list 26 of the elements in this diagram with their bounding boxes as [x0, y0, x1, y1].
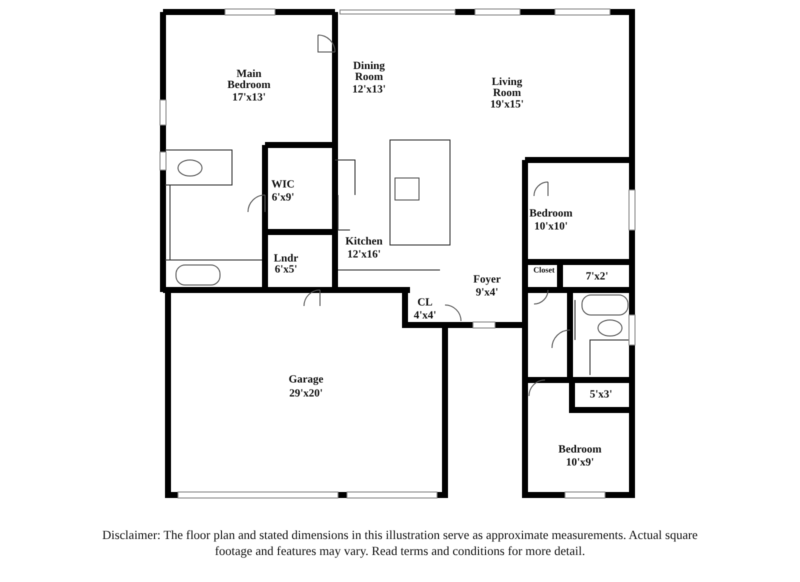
room-dimension: 6'x9' — [272, 192, 294, 204]
room-name: Bedroom — [558, 444, 602, 456]
room-name: Bedroom — [529, 208, 573, 220]
room-name: Garage — [288, 374, 324, 386]
room-dimension: 10'x10' — [534, 222, 568, 232]
room-dimension: 7'x2' — [586, 272, 608, 282]
room-name: Lndr — [274, 254, 298, 264]
room-dimension: 6'x5' — [274, 264, 298, 276]
room-name: Main Bedroom — [226, 69, 272, 91]
room-dimension: 19'x15' — [490, 100, 524, 110]
room-name: Kitchen — [345, 236, 383, 248]
room-dimension: 17'x13' — [232, 92, 266, 104]
room-name: Dining Room — [352, 61, 386, 83]
room-dimension: 5'x3' — [590, 390, 612, 400]
room-dimension: 9'x4' — [476, 288, 498, 298]
room-name: Closet — [533, 264, 555, 276]
room-dimension: 4'x4' — [414, 310, 436, 322]
room-name: Foyer — [473, 274, 501, 286]
room-name: CL — [417, 298, 433, 308]
room-dimension: 29'x20' — [289, 388, 323, 400]
room-name: WIC — [271, 180, 295, 190]
room-dimension: 10'x9' — [566, 458, 594, 468]
room-dimension: 12'x16' — [347, 250, 381, 260]
room-name: Living Room — [490, 77, 524, 99]
room-dimension: 12'x13' — [352, 84, 386, 96]
disclaimer-text: Disclaimer: The floor plan and stated dimensions in this illustration serve as approximate measurements. Actual square footage and features may vary. Read terms and conditions for more detail. — [101, 527, 699, 559]
